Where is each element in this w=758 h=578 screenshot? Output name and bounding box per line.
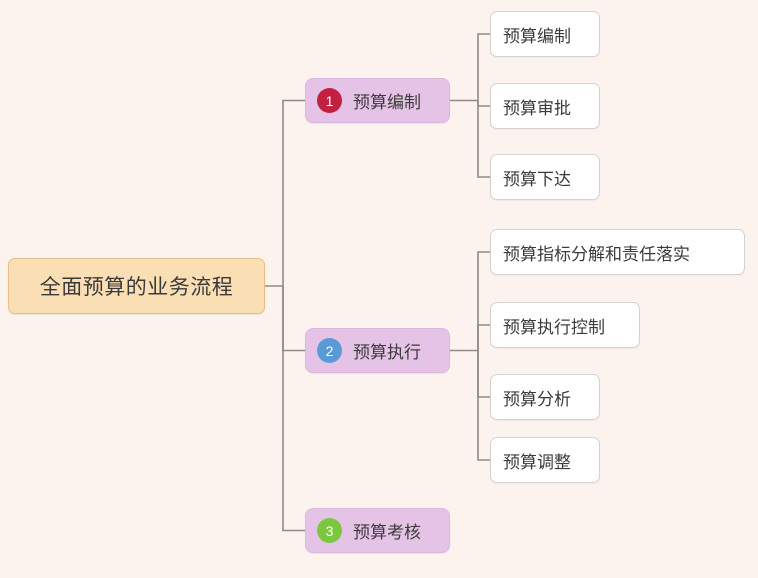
- branch-number-badge: 3: [317, 518, 342, 543]
- leaf-node[interactable]: 预算下达: [490, 154, 600, 200]
- connector-branch-to-leaf: [477, 251, 490, 351]
- branch-node[interactable]: 1 预算编制: [305, 78, 450, 123]
- leaf-node-label: 预算指标分解和责任落实: [503, 244, 690, 264]
- leaf-node-label: 预算审批: [503, 98, 571, 118]
- leaf-node-label: 预算下达: [503, 169, 571, 189]
- branch-number-badge: 1: [317, 88, 342, 113]
- branch-node[interactable]: 3 预算考核: [305, 508, 450, 553]
- leaf-node[interactable]: 预算分析: [490, 374, 600, 420]
- leaf-node[interactable]: 预算编制: [490, 11, 600, 57]
- leaf-node-label: 预算分析: [503, 389, 571, 409]
- root-node[interactable]: 全面预算的业务流程: [8, 258, 265, 314]
- leaf-node-label: 预算编制: [503, 26, 571, 46]
- connector-root-to-branch: [281, 285, 305, 532]
- connector-branch-to-leaf: [477, 350, 490, 461]
- branch-node-label: 预算编制: [353, 93, 421, 112]
- leaf-node[interactable]: 预算调整: [490, 437, 600, 483]
- branch-node-label: 预算考核: [353, 523, 421, 542]
- connector-root-to-branch: [282, 99, 305, 288]
- branch-node[interactable]: 2 预算执行: [305, 328, 450, 373]
- connector-branch-to-leaf: [477, 33, 490, 101]
- connector-root-to-branch: [282, 285, 305, 352]
- connector-branch-to-leaf: [477, 324, 490, 351]
- connector-branch-to-leaf: [477, 100, 490, 178]
- branch-number-badge: 2: [317, 338, 342, 363]
- leaf-node-label: 预算调整: [503, 452, 571, 472]
- leaf-node[interactable]: 预算审批: [490, 83, 600, 129]
- connector-branch-to-leaf: [477, 100, 490, 107]
- leaf-node-label: 预算执行控制: [503, 317, 605, 337]
- leaf-node[interactable]: 预算执行控制: [490, 302, 640, 348]
- branch-node-label: 预算执行: [353, 343, 421, 362]
- connector-branch-to-leaf: [477, 350, 490, 398]
- root-node-label: 全面预算的业务流程: [39, 276, 234, 299]
- leaf-node[interactable]: 预算指标分解和责任落实: [490, 229, 745, 275]
